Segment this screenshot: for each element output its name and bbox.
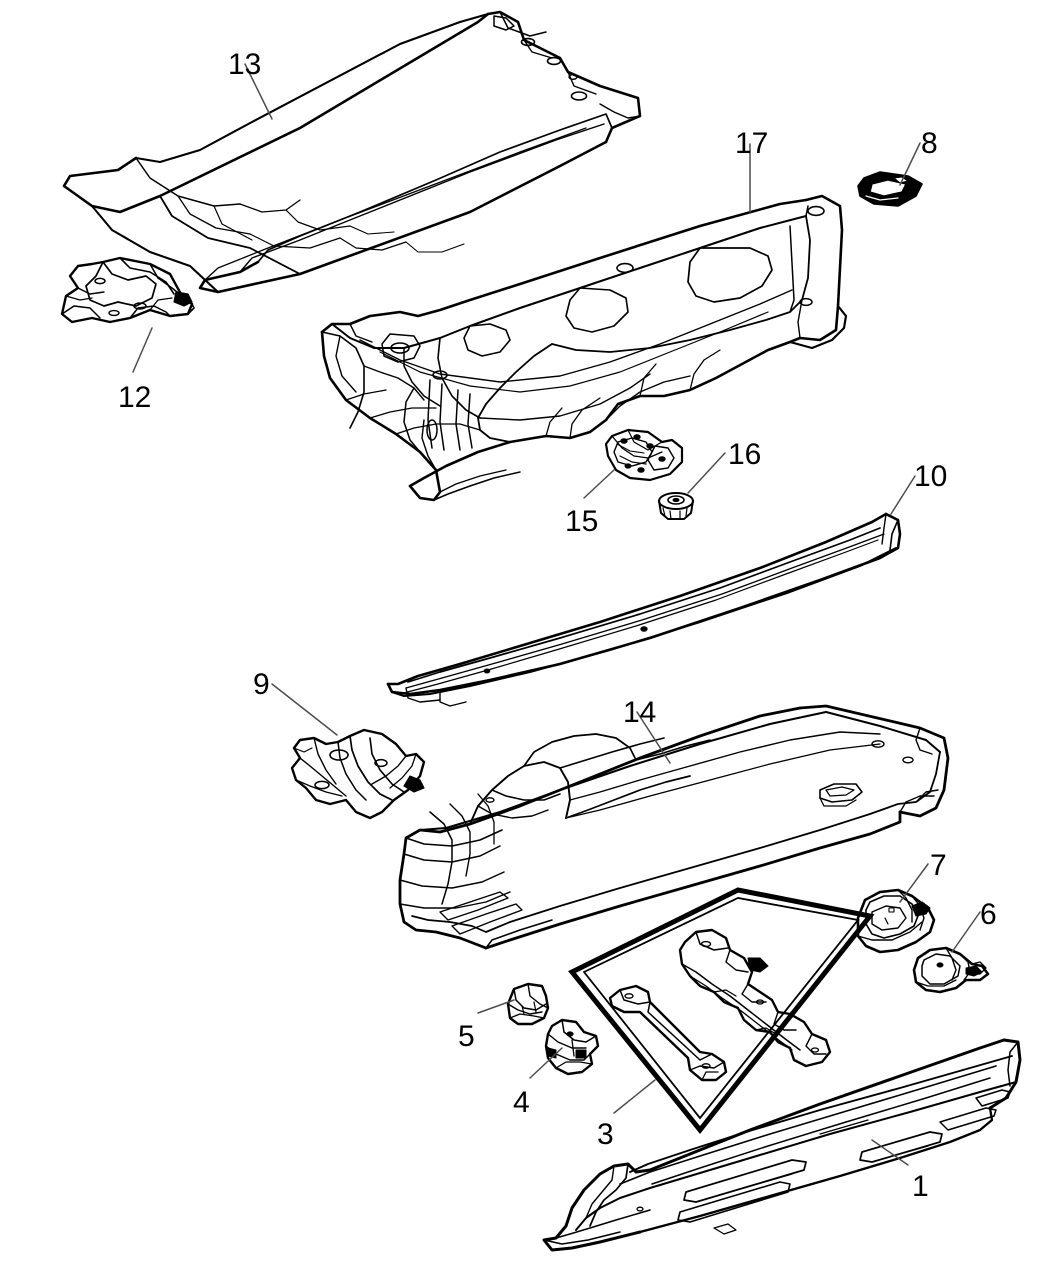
part-6-body-mount-bracket-small — [912, 946, 990, 994]
leader-3 — [613, 1079, 656, 1114]
callout-label-9: 9 — [253, 668, 270, 701]
leader-13 — [244, 63, 273, 120]
leader-4 — [529, 1047, 563, 1079]
part-14-rear-floor-pan-tunnel-assembly — [398, 704, 950, 950]
callout-label-5: 5 — [458, 1020, 475, 1053]
part-15-mounting-plate — [604, 428, 684, 482]
leader-12 — [132, 327, 153, 373]
part-3-crossmember-set-inset — [568, 887, 875, 1134]
leader-5 — [477, 999, 515, 1014]
callout-label-12: 12 — [118, 381, 152, 414]
part-12-front-mount-bracket — [60, 256, 195, 324]
callout-label-3: 3 — [597, 1118, 614, 1151]
part-17-front-floor-pan-tunnel-assembly — [320, 194, 848, 502]
part-4-seat-mount-bracket-inner — [544, 1018, 600, 1076]
callout-label-17: 17 — [735, 127, 769, 160]
leader-lines — [132, 63, 981, 1166]
leader-7 — [899, 863, 929, 903]
leader-6 — [951, 911, 981, 953]
part-8-reinforcement-plate — [857, 171, 923, 207]
callout-label-10: 10 — [914, 460, 948, 493]
callout-label-15: 15 — [565, 505, 599, 538]
leader-14 — [636, 711, 671, 764]
callout-label-13: 13 — [228, 48, 262, 81]
callout-label-4: 4 — [513, 1086, 530, 1119]
leader-15 — [583, 469, 615, 499]
callout-label-7: 7 — [930, 849, 947, 882]
callout-label-1: 1 — [912, 1170, 929, 1203]
part-13-upper-floor-extension-panel — [62, 10, 642, 294]
callout-label-8: 8 — [921, 127, 938, 160]
part-5-seat-mount-bracket-outer — [506, 982, 550, 1026]
callout-label-14: 14 — [623, 696, 657, 729]
leader-8 — [899, 142, 921, 186]
part-7-body-mount-bracket-large — [856, 888, 936, 954]
part-10-inner-sill-rail — [386, 512, 902, 707]
leader-16 — [687, 452, 726, 494]
part-1-rocker-sill-outer-panel — [542, 1038, 1022, 1252]
leader-1 — [871, 1139, 909, 1166]
callout-label-6: 6 — [980, 898, 997, 931]
callout-label-16: 16 — [728, 438, 762, 471]
leader-10 — [890, 475, 916, 515]
part-9-floor-reinforcement-bracket — [290, 728, 426, 820]
part-16-floor-plug-grommet — [658, 492, 694, 520]
leader-9 — [271, 683, 338, 736]
